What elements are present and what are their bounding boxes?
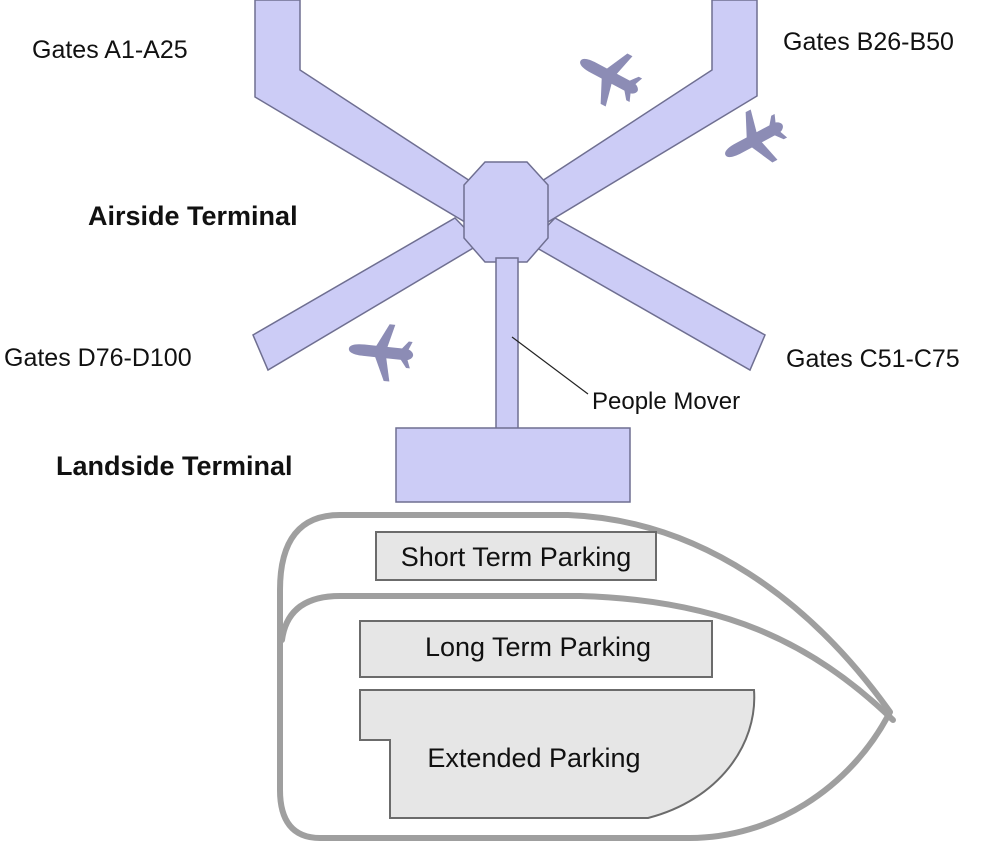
road-loops [277,512,896,841]
landside-terminal-building [395,427,631,503]
label-gates-b: Gates B26-B50 [783,28,954,56]
concourse-b [521,0,758,230]
people-mover-connector [495,257,519,431]
airside-terminal [252,0,766,431]
concourse-a [254,0,491,230]
airplane-icon [345,320,417,384]
inner-road-loop [279,593,896,723]
extended-parking-lot [359,689,756,819]
label-landside-terminal: Landside Terminal [56,451,293,481]
parking-areas [359,531,756,819]
short-term-parking-lot [375,531,657,581]
airplane-icon [567,35,651,117]
label-people-mover: People Mover [592,388,740,415]
label-long-term-parking: Long Term Parking [425,632,651,662]
outer-road-loop [277,512,893,841]
label-extended-parking: Extended Parking [427,743,640,773]
label-gates-a: Gates A1-A25 [32,36,188,64]
label-short-term-parking: Short Term Parking [401,542,632,572]
concourse-c [528,217,766,372]
label-gates-d: Gates D76-D100 [4,344,192,372]
terminal-hub [463,161,549,263]
long-term-parking-lot [359,620,713,678]
label-gates-c: Gates C51-C75 [786,345,960,373]
people-mover-leader-line [511,336,589,395]
label-airside-terminal: Airside Terminal [88,201,298,231]
